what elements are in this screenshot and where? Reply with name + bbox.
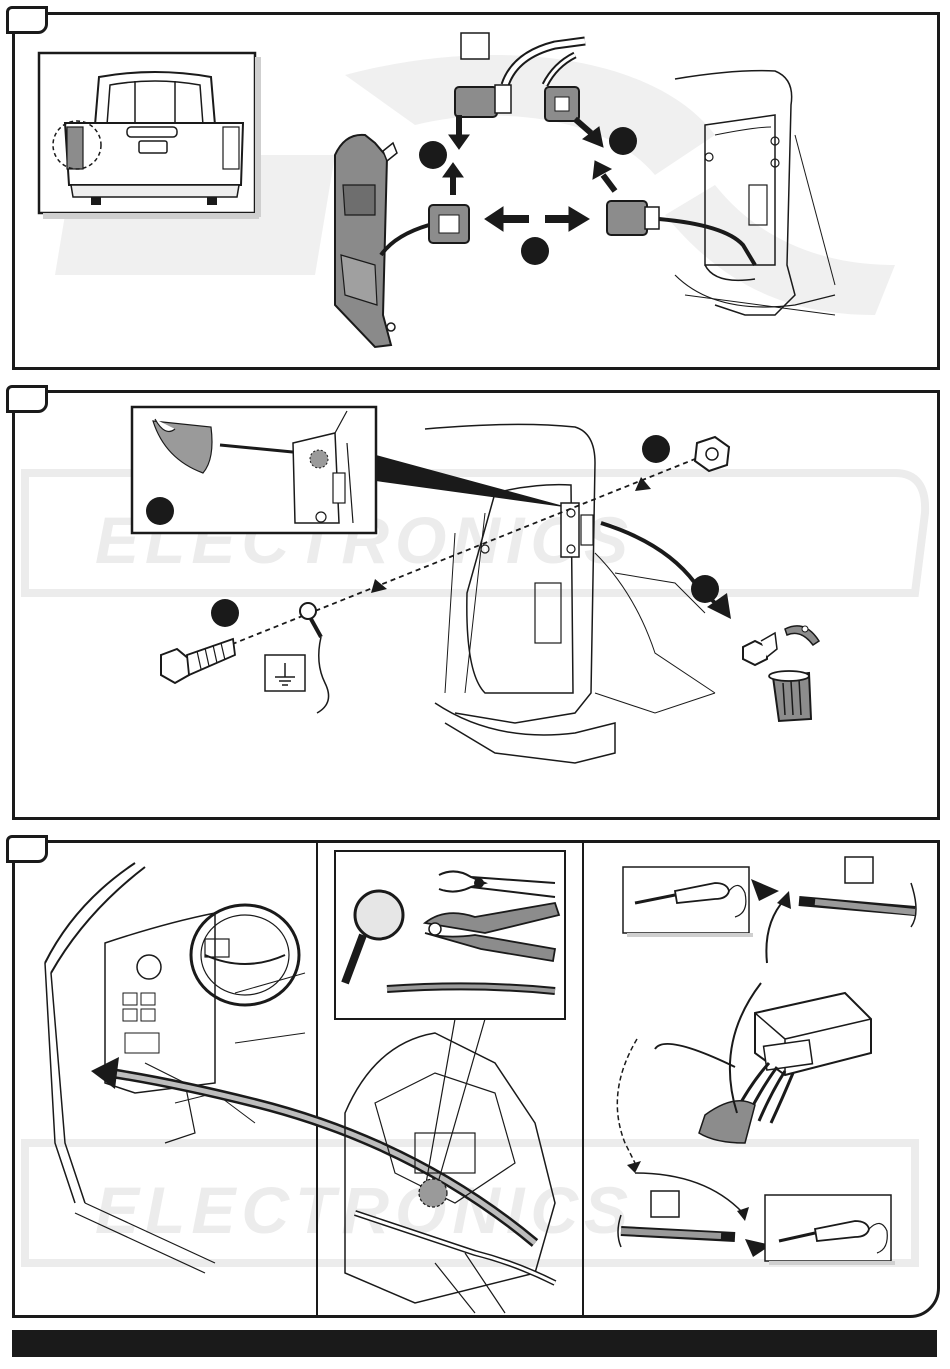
step-marker-circle	[419, 141, 447, 169]
connector-lamp-side	[381, 205, 469, 255]
step-3-illustration: ELECTRONICS	[15, 843, 937, 1315]
wire-end-top	[799, 883, 916, 927]
step-1-tab	[6, 6, 48, 34]
step-1-illustration	[15, 15, 937, 367]
step-3-panel: ELECTRONICS	[12, 840, 940, 1318]
screwdriver-inset-bottom	[765, 1195, 895, 1265]
step-marker-circle	[609, 127, 637, 155]
removed-bolt-icon	[743, 633, 777, 665]
step-marker-circle	[691, 575, 719, 603]
step-marker-circle	[521, 237, 549, 265]
step-3-tab	[6, 835, 48, 863]
ground-symbol-icon	[265, 655, 305, 691]
nut-icon	[695, 437, 729, 471]
callout-pointer	[376, 455, 571, 508]
step-marker-circle	[642, 435, 670, 463]
sub-step-label-box	[845, 857, 873, 883]
tail-lamp-unit	[335, 135, 397, 347]
bolt-icon	[161, 639, 235, 683]
step-2-tab	[6, 385, 48, 413]
tools-inset	[335, 851, 565, 1019]
connector-top-right	[545, 87, 579, 121]
sub-step-label-box	[461, 33, 489, 59]
footer-bar	[12, 1330, 937, 1357]
sub-step-label-box	[651, 1191, 679, 1217]
seal-inset	[132, 407, 376, 533]
wire-end-bottom	[618, 1215, 735, 1247]
wire-sample-icon	[387, 986, 555, 991]
wire-flow-arrow	[766, 899, 785, 963]
step-2-panel: ELECTRONICS	[12, 390, 940, 820]
step-marker-circle	[146, 497, 174, 525]
step-2-illustration: ELECTRONICS	[15, 393, 937, 817]
truck-rear-inset	[39, 53, 261, 219]
connector-top-left	[455, 85, 511, 117]
screwdriver-inset-top	[623, 867, 779, 937]
step-1-panel	[12, 12, 940, 370]
step-marker-circle	[211, 599, 239, 627]
callout-lines	[425, 1019, 485, 1193]
electronic-module	[655, 983, 871, 1143]
